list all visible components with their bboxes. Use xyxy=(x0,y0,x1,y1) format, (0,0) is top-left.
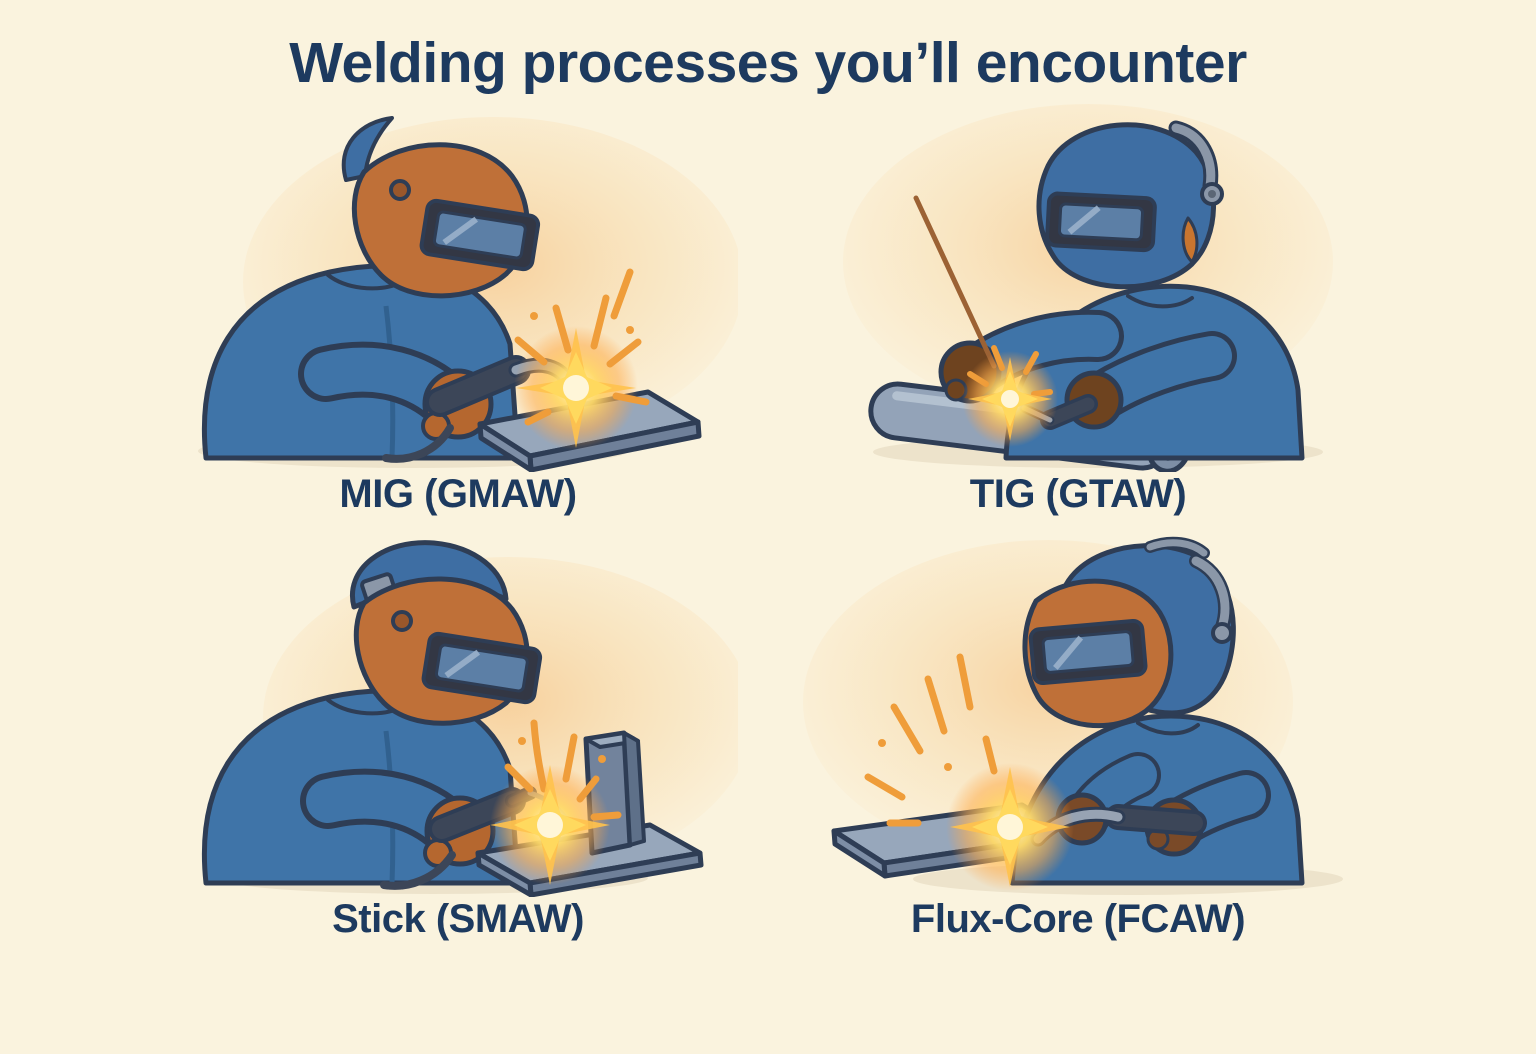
panel-label-stick: Stick (SMAW) xyxy=(332,897,584,941)
panel-label-mig: MIG (GMAW) xyxy=(339,472,577,516)
panel-mig: MIG (GMAW) xyxy=(148,102,768,517)
helmet-headgear xyxy=(1168,120,1224,206)
torch-cable xyxy=(382,424,454,463)
welding-helmet xyxy=(341,116,541,299)
page-title: Welding processes you’ll encounter xyxy=(289,31,1247,95)
process-grid: MIG (GMAW) xyxy=(0,102,1536,942)
helmet-visor xyxy=(419,198,541,272)
mig-illustration xyxy=(198,116,738,472)
welding-helmet xyxy=(1022,536,1236,729)
panel-label-tig: TIG (GTAW) xyxy=(969,472,1187,516)
torch-cable xyxy=(380,851,456,890)
flux-core-illustration xyxy=(803,536,1343,895)
welding-helmet xyxy=(350,540,543,726)
spark-burst xyxy=(490,719,622,885)
spark-burst xyxy=(864,653,1074,891)
helmet-visor xyxy=(421,631,543,705)
helmet-visor xyxy=(1045,191,1157,253)
welding-helmet xyxy=(1036,120,1224,290)
helmet-headgear xyxy=(1144,536,1233,644)
panel-fcaw: Flux-Core (FCAW) xyxy=(768,527,1388,942)
panel-stick: Stick (SMAW) xyxy=(148,527,768,942)
spark-burst xyxy=(962,345,1058,447)
stick-illustration xyxy=(201,540,738,897)
tig-illustration xyxy=(843,104,1333,472)
welding-infographic: Welding processes you’ll encounter xyxy=(0,30,1536,942)
filler-rod xyxy=(913,195,997,369)
helmet-visor xyxy=(1028,618,1148,686)
panel-tig: TIG (GTAW) xyxy=(768,102,1388,517)
spark-burst xyxy=(514,268,650,450)
panel-label-fcaw: Flux-Core (FCAW) xyxy=(910,897,1246,941)
